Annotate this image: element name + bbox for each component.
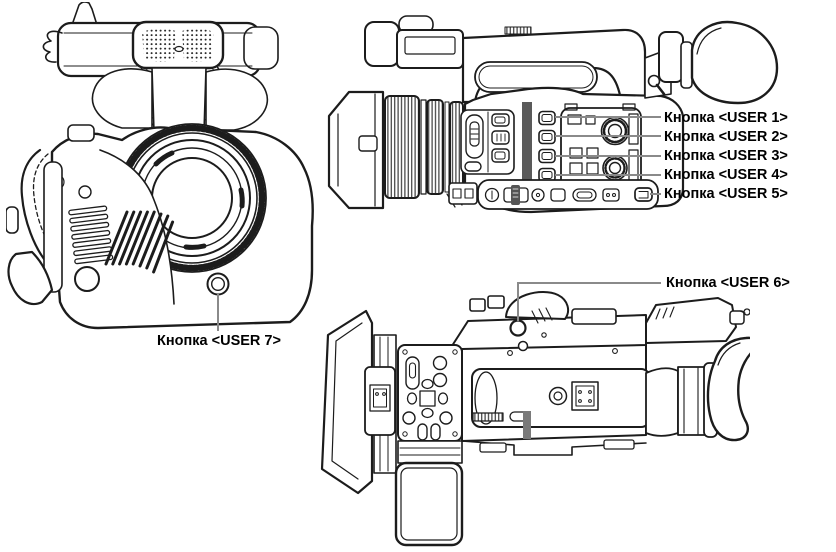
- callout-label-user-1: Кнопка <USER 1>: [664, 110, 788, 126]
- cable-clip: [42, 30, 63, 63]
- camcorder-front-view-illustration: [6, 2, 314, 330]
- lens-rings: [384, 95, 464, 199]
- leader-line-user-2: [555, 135, 661, 137]
- hand-grip: [6, 148, 63, 306]
- callout-label-user-6: Кнопка <USER 6>: [666, 275, 790, 291]
- body-rail: [471, 348, 651, 428]
- bottom-switch-box: [448, 182, 478, 205]
- bottom-button-row: [477, 179, 659, 210]
- microphone-holder: [364, 21, 400, 67]
- leader-line-user-6-horizontal: [518, 282, 661, 284]
- callout-label-user-7: Кнопка <USER 7>: [157, 333, 281, 349]
- user-2-button-marker: [538, 129, 556, 145]
- front-port: [74, 266, 100, 292]
- viewfinder-mount: [645, 297, 737, 344]
- menu-control-pad: [397, 344, 463, 442]
- leader-line-user-6-vertical: [517, 282, 519, 321]
- leader-line-user-3: [555, 155, 661, 157]
- grip-column: [394, 440, 464, 547]
- leader-line-user-5: [650, 193, 661, 195]
- viewfinder-tube: [677, 366, 707, 436]
- callout-label-user-3: Кнопка <USER 3>: [664, 148, 788, 164]
- accessory-shoe-block: [364, 366, 396, 436]
- callout-label-user-5: Кнопка <USER 5>: [664, 186, 788, 202]
- user-1-button-marker: [538, 110, 556, 126]
- eyecup: [690, 20, 779, 105]
- eyecup-flared: [706, 336, 750, 442]
- viewfinder-body: [658, 31, 684, 83]
- leader-line-user-4: [555, 174, 661, 176]
- user-3-button-marker: [538, 148, 556, 164]
- lens-hood: [327, 90, 385, 210]
- vent-louvers: [68, 205, 114, 265]
- side-control-panel: [460, 109, 515, 175]
- callout-label-user-4: Кнопка <USER 4>: [664, 167, 788, 183]
- vent-slats-diagonal: [104, 210, 175, 274]
- handle-fin: [71, 2, 98, 26]
- lens-hood-side: [320, 309, 374, 495]
- handle-hump: [505, 291, 570, 320]
- leader-line-user-7: [217, 294, 219, 331]
- leader-line-user-1: [555, 116, 661, 118]
- camcorder-side-view-illustration: [327, 15, 779, 214]
- camcorder-other-side-view-illustration: [320, 291, 750, 547]
- callout-label-user-2: Кнопка <USER 2>: [664, 129, 788, 145]
- user-6-button-marker: [509, 319, 527, 337]
